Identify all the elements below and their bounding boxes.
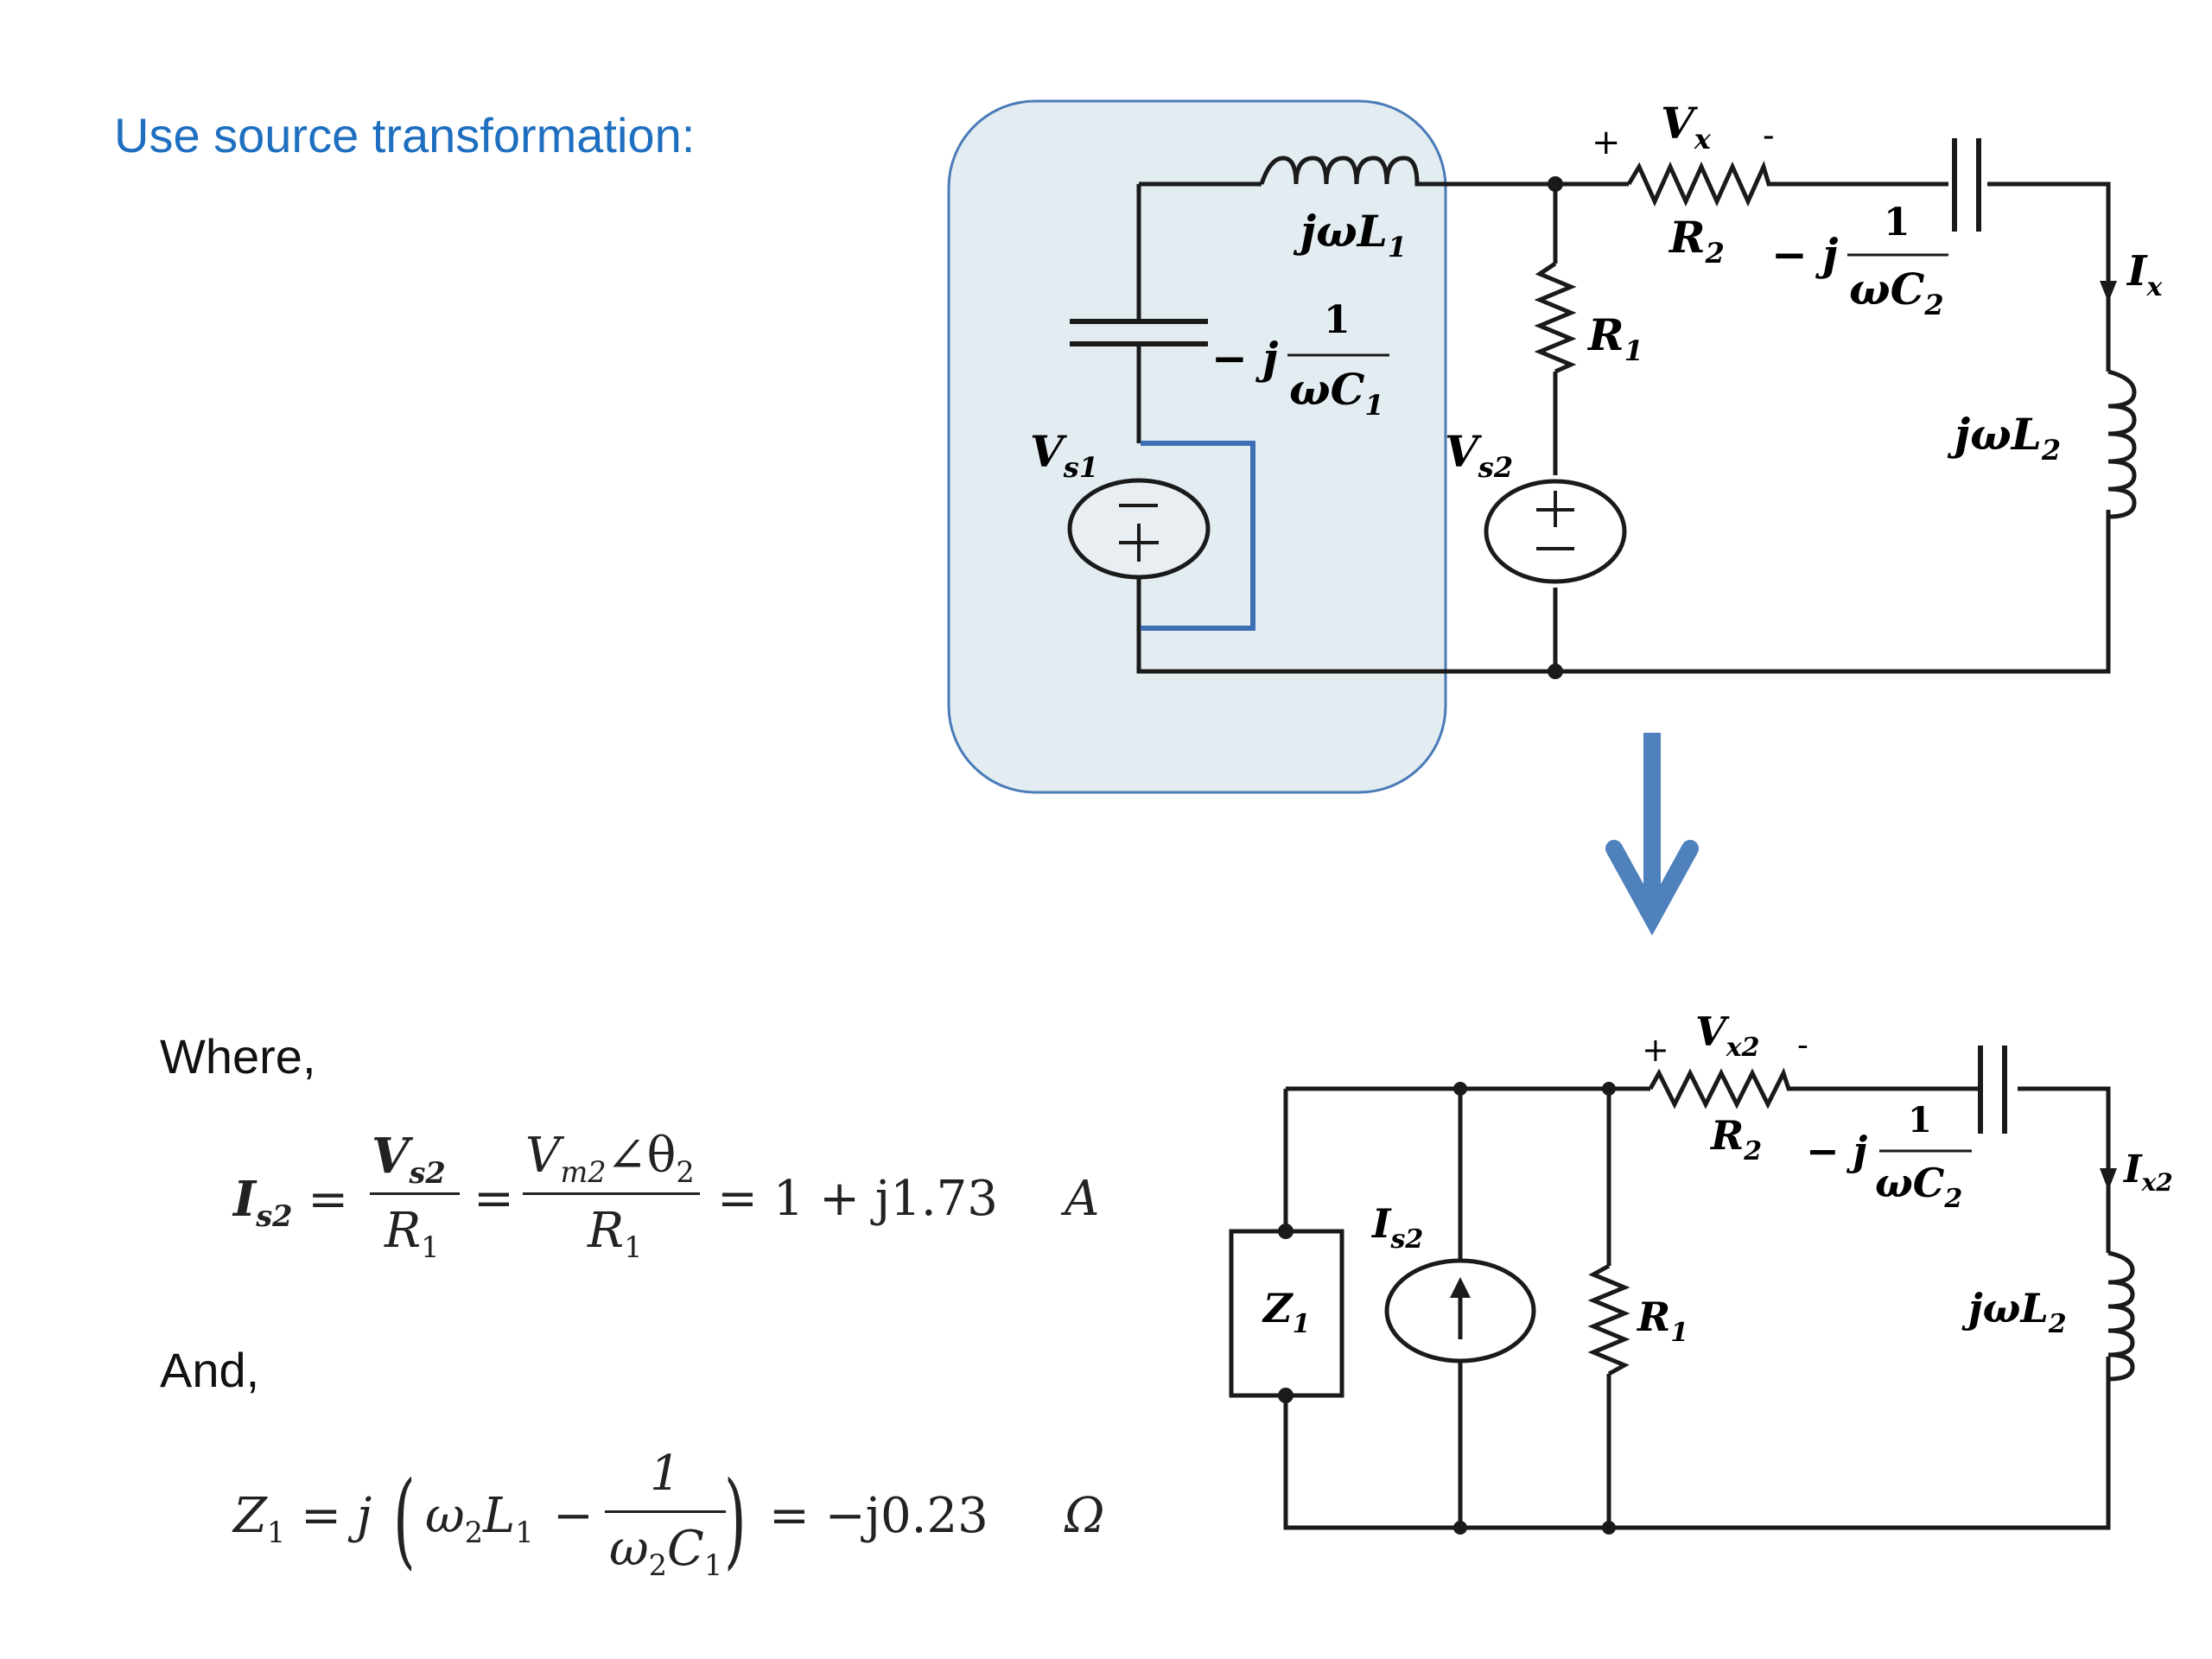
label-cap1-num: 1 [1324,298,1351,342]
label-cap2-den: ωC2 [1849,264,1944,321]
resistor-r1 [1534,261,1577,374]
junction-top [1548,176,1563,192]
eq2-lhs: Z1 = j [233,1488,372,1550]
eq1-unit: A [1065,1171,1100,1227]
resistor-r2-bottom [1648,1067,1797,1109]
short-circuit-bracket [1141,441,1255,631]
label-is2: Is2 [1370,1200,1423,1255]
eq1-result: = 1 + j1.73 [717,1171,998,1227]
eq2-minus: − [553,1488,594,1544]
label-cap2-bottom-num: 1 [1908,1100,1932,1141]
label-cap2-num: 1 [1884,200,1910,245]
capacitor-c2-bottom [1978,1046,2007,1134]
current-arrow-ix2 [2100,1168,2117,1191]
junction-bottom [1548,664,1563,679]
eq2-frac-den: ω2C1 [609,1521,723,1583]
voltage-source-vs1 [1067,478,1211,580]
transform-arrow [1605,733,1699,936]
inductor-l2-bottom [2106,1250,2135,1382]
label-r2-bottom: R2 [1709,1112,1762,1166]
junction-z1-bottom [1278,1388,1294,1403]
eq2-frac-bar [605,1510,726,1513]
label-vx2-minus: - [1797,1026,1808,1064]
label-vs2: Vs2 [1445,426,1513,484]
eq1-frac1-num: Vs2 [372,1128,446,1191]
label-cap1-den: ωC1 [1289,364,1384,422]
eq2-left-paren: ( [393,1460,416,1580]
inductor-l2 [2106,369,2137,519]
label-jwl1: jωL1 [1293,206,1407,264]
label-vx-minus: - [1763,116,1775,156]
junction-r1-top [1602,1082,1616,1096]
page-title: Use source transformation: [114,108,696,162]
bottom-wires [1283,1086,2111,1530]
resistor-r2 [1626,160,1771,207]
capacitor-c2 [1952,138,1981,232]
eq1-frac2-bar [523,1192,700,1195]
label-ix2: Ix2 [2122,1147,2173,1197]
label-jwl2: jωL2 [1947,409,2061,467]
junction-r1-bottom [1602,1521,1616,1535]
eq2-result: = −j0.23 [769,1488,988,1544]
eq1-frac2-den: R1 [588,1203,643,1265]
eq2-term: ω2L1 [425,1488,534,1550]
top-wires [1136,181,2111,674]
current-arrow-ix [2100,281,2117,302]
label-vs1: Vs1 [1030,426,1098,484]
eq1-frac2-num: Vm2∠θ2 [525,1128,695,1190]
where-label: Where, [160,1029,316,1084]
eq2-unit: Ω [1065,1488,1105,1544]
inductor-l1 [1259,156,1434,187]
label-vx: Vx [1661,98,1712,156]
eq2-right-paren: ) [724,1460,747,1580]
resistor-r1-bottom [1587,1263,1630,1376]
label-cap2-prefix: − j [1771,229,1838,280]
label-cap2-bottom-prefix: − j [1806,1128,1868,1174]
voltage-source-vs2 [1484,479,1627,584]
junction-z1-top [1278,1224,1294,1239]
label-vx2-plus: + [1642,1031,1669,1069]
label-r2: R2 [1668,212,1725,270]
eq1-lhs: Is2 = [233,1171,349,1234]
eq1-frac1-den: R1 [385,1203,440,1265]
label-r1-bottom: R1 [1636,1294,1688,1348]
label-cap1-prefix: − j [1211,333,1278,384]
label-cap2-bottom-den: ωC2 [1875,1160,1962,1214]
and-label: And, [160,1343,260,1397]
junction-is2-bottom [1453,1521,1467,1535]
capacitor-c1 [1070,319,1208,346]
label-r1: R1 [1586,309,1643,367]
label-vx2: Vx2 [1695,1008,1759,1063]
label-ix: Ix [2126,247,2163,302]
junction-is2-top [1453,1082,1467,1096]
label-vx-plus: + [1592,123,1621,162]
eq1-frac1-bar [370,1192,460,1195]
transform-highlight-box [947,99,1447,794]
label-z1: Z1 [1262,1285,1310,1339]
label-jwl2-bottom: jωL2 [1961,1285,2067,1339]
current-source-is2 [1384,1258,1536,1363]
eq1-equals: = [474,1171,514,1227]
eq2-frac-num: 1 [650,1446,681,1502]
